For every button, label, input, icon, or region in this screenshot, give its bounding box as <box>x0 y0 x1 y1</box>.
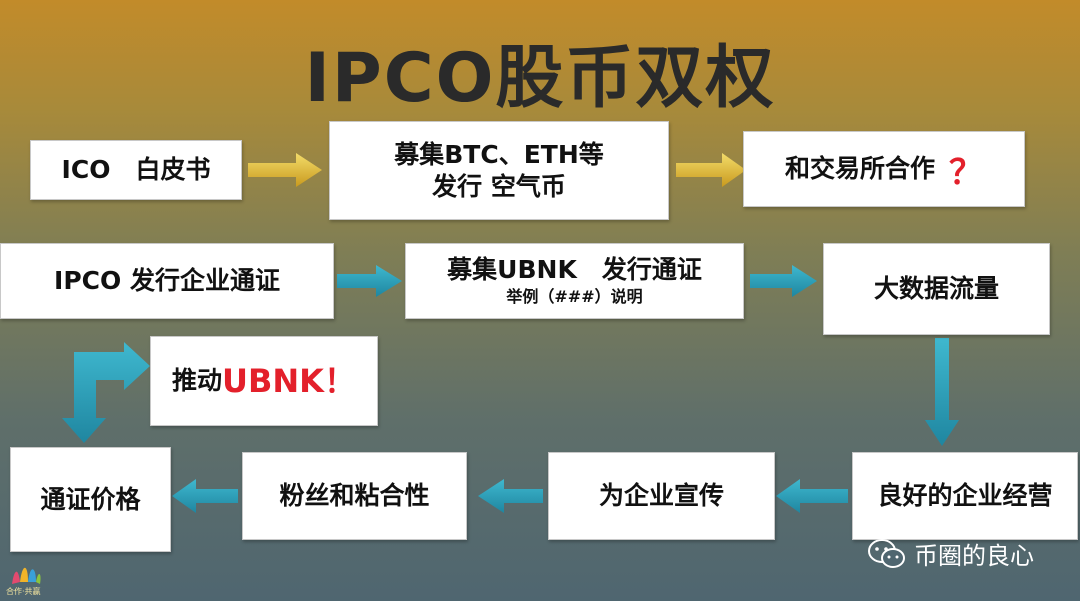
raise-ubnk-line2: 举例（###）说明 <box>506 287 643 306</box>
good-operation-label: 良好的企业经营 <box>877 481 1053 510</box>
wechat-icon <box>868 538 905 568</box>
arrow-right-teal-2 <box>750 265 817 297</box>
arrow-bent-teal <box>62 342 150 443</box>
ipco-token-box: IPCO 发行企业通证 <box>0 243 334 319</box>
promote-prefix: 推动 <box>172 366 223 395</box>
big-data-traffic-box: 大数据流量 <box>823 243 1050 335</box>
ipco-token-label: IPCO 发行企业通证 <box>54 266 280 295</box>
enterprise-promotion-box: 为企业宣传 <box>548 452 775 540</box>
raise-btc-eth-line1: 募集BTC、ETH等 <box>394 139 604 169</box>
wechat-watermark: 币圈的良心 <box>868 536 1034 571</box>
good-operation-box: 良好的企业经营 <box>852 452 1078 540</box>
promote-ubnk-box: 推动 UBNK！ <box>150 336 378 426</box>
ico-whitepaper-box: ICO 白皮书 <box>30 140 242 200</box>
watermark-text: 币圈的良心 <box>914 542 1034 570</box>
promote-ubnk-highlight: UBNK！ <box>222 362 356 400</box>
exchange-cooperation-box: 和交易所合作 ？ <box>743 131 1025 207</box>
arrow-right-teal-1 <box>337 265 402 297</box>
raise-btc-eth-box: 募集BTC、ETH等 发行 空气币 <box>329 121 669 220</box>
arrow-left-teal-2 <box>478 479 543 513</box>
logo-text: 合作·共赢 <box>6 587 41 596</box>
diagram-title: IPCO股币双权 <box>304 39 776 118</box>
fans-stickiness-label: 粉丝和粘合性 <box>279 481 430 510</box>
arrow-left-teal-3 <box>172 479 238 513</box>
big-data-traffic-label: 大数据流量 <box>873 274 999 303</box>
question-mark: ？ <box>949 152 983 193</box>
logo-icon <box>12 567 41 584</box>
arrow-down-teal <box>925 338 959 446</box>
token-price-box: 通证价格 <box>10 447 171 552</box>
fans-stickiness-box: 粉丝和粘合性 <box>242 452 467 540</box>
arrow-left-teal-1 <box>776 479 848 513</box>
arrow-right-gold-2 <box>676 153 746 187</box>
token-price-label: 通证价格 <box>40 484 141 514</box>
raise-ubnk-box: 募集UBNK 发行通证 举例（###）说明 <box>405 243 744 319</box>
raise-ubnk-line1: 募集UBNK 发行通证 <box>447 255 702 284</box>
exchange-cooperation-label: 和交易所合作 <box>784 154 935 183</box>
arrow-right-gold-1 <box>248 153 322 187</box>
ico-whitepaper-label: ICO 白皮书 <box>61 155 211 184</box>
enterprise-promotion-label: 为企业宣传 <box>598 481 724 510</box>
raise-btc-eth-line2: 发行 空气币 <box>432 171 566 201</box>
